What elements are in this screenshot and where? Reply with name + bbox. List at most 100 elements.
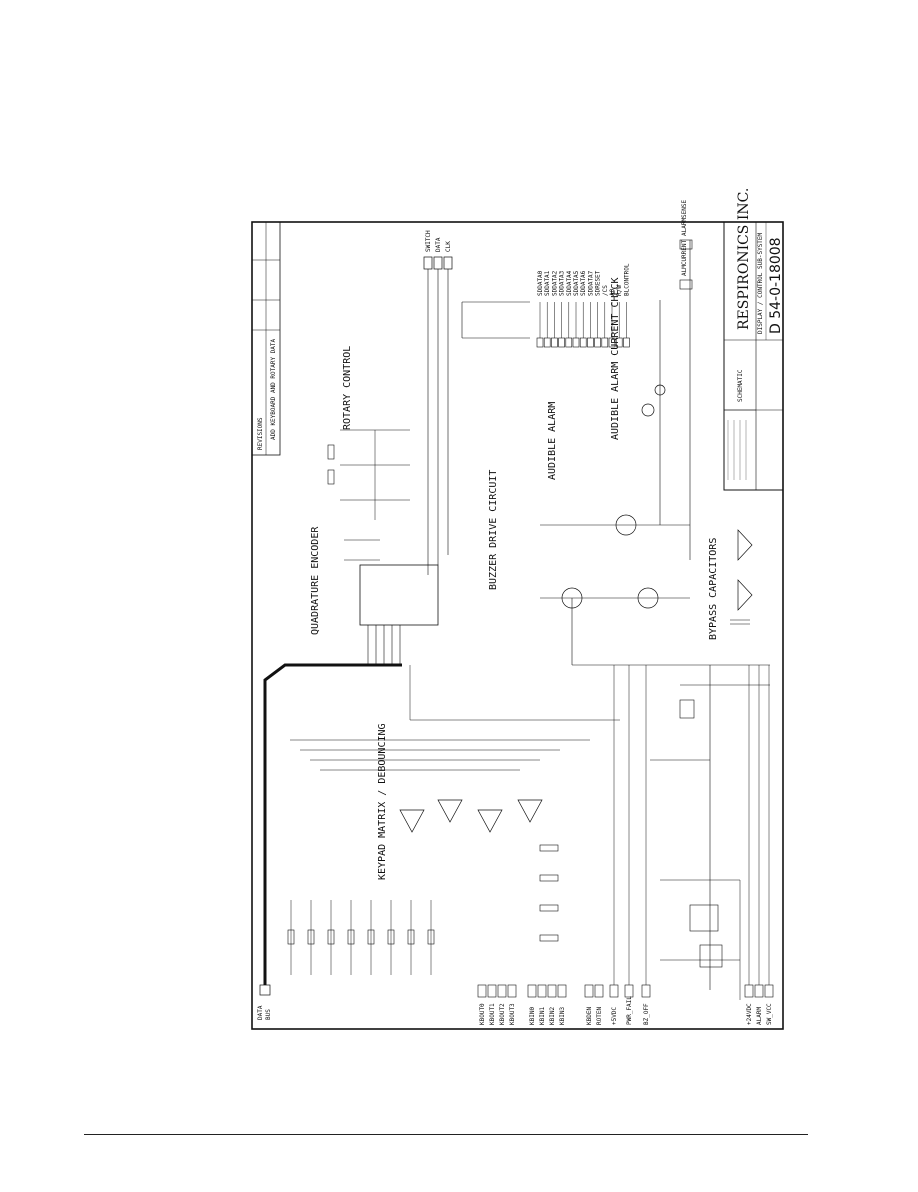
right-connector-label: /CS bbox=[602, 285, 609, 296]
bottom-connector bbox=[744, 984, 754, 998]
bottom-connector bbox=[764, 984, 774, 998]
bottom-connector-label: BZ_OFF bbox=[643, 1003, 650, 1025]
keypad-diode bbox=[539, 934, 559, 942]
label-bypass: BYPASS CAPACITORS bbox=[708, 538, 719, 640]
connector-kbout bbox=[497, 984, 507, 998]
keypad-diode bbox=[539, 874, 559, 882]
connector-data: DATA bbox=[435, 237, 442, 252]
drawing-number: D 54-0-18008 bbox=[768, 237, 784, 334]
right-connector-pin bbox=[565, 337, 573, 348]
title-block: RESPIRONICS INC. DISPLAY / CONTROL SUB-S… bbox=[723, 188, 784, 491]
right-connector-label: R/W bbox=[616, 285, 623, 296]
bottom-connector-label: ALARM bbox=[756, 1007, 763, 1025]
revision-text: ADD KEYBOARD AND ROTARY DATA bbox=[270, 338, 277, 440]
connector-alarmsense: ALARMSENSE bbox=[681, 199, 688, 236]
right-connector-pin bbox=[587, 337, 594, 348]
title-line-2: SCHEMATIC bbox=[737, 369, 744, 402]
connector-label-kbin: KBIN2 bbox=[549, 1007, 556, 1025]
connector-label-kbout: KBOUT1 bbox=[489, 1003, 496, 1025]
bottom-connector bbox=[641, 984, 651, 998]
connector-bus-left: BUS bbox=[265, 1009, 272, 1020]
keypad-matrix: KEYPAD MATRIX / DEBOUNCING bbox=[287, 665, 620, 975]
connector-kbin bbox=[557, 984, 567, 998]
bottom-connector bbox=[609, 984, 619, 998]
connector-clk: CLK bbox=[445, 241, 452, 252]
connector-label-kbout: KBOUT0 bbox=[479, 1003, 486, 1025]
keypad-diode bbox=[539, 844, 559, 852]
keypad-opamp bbox=[437, 799, 463, 823]
right-connector-pin bbox=[579, 337, 587, 348]
title-line-1: DISPLAY / CONTROL SUB-SYSTEM bbox=[757, 232, 764, 334]
right-connector-label: BLCONTROL bbox=[623, 263, 630, 296]
connector-kbd-misc bbox=[594, 984, 604, 998]
bottom-connector bbox=[624, 984, 634, 998]
label-quadrature: QUADRATURE ENCODER bbox=[310, 526, 321, 635]
keypad-diode bbox=[539, 904, 559, 912]
power-section bbox=[650, 665, 770, 1000]
data-bus bbox=[263, 663, 402, 985]
bottom-connector-label: PWR_FAIL bbox=[626, 996, 633, 1025]
right-connector-pin bbox=[543, 337, 551, 348]
right-connector-label: SDDATA6 bbox=[580, 270, 587, 296]
keypad-opamp bbox=[477, 809, 503, 833]
connector-label-kbout: KBOUT3 bbox=[509, 1003, 516, 1025]
connector-kbin bbox=[527, 984, 537, 998]
connector-almcurrent: ALMCURRENT bbox=[681, 239, 688, 276]
connector-label-kbout: KBOUT2 bbox=[499, 1003, 506, 1025]
connector-label-kbd-misc: ROTEN bbox=[596, 1007, 603, 1025]
right-connector-label: SDDATA7 bbox=[587, 270, 594, 296]
bypass-capacitors: BYPASS CAPACITORS bbox=[708, 529, 753, 640]
right-connector-label: SDDATA2 bbox=[551, 270, 558, 296]
page-footer-rule bbox=[84, 1134, 808, 1135]
right-connector-pin bbox=[623, 337, 630, 348]
label-alarm-check: AUDIBLE ALARM CURRENT CHECK bbox=[610, 277, 621, 440]
connector-kbout bbox=[487, 984, 497, 998]
connector-data-left: DATA bbox=[257, 1005, 264, 1020]
right-connector-label: SDRESET bbox=[595, 270, 602, 296]
keypad-opamp bbox=[517, 799, 543, 823]
bottom-connector-label: SW_VCC bbox=[766, 1003, 773, 1025]
connector-label-kbd-misc: KBDEN bbox=[586, 1007, 593, 1025]
company-name: RESPIRONICS INC. bbox=[736, 188, 752, 330]
right-connector-pin bbox=[551, 337, 558, 348]
drawing-frame bbox=[251, 221, 784, 1030]
keypad-opamp bbox=[399, 809, 425, 833]
label-rotary: ROTARY CONTROL bbox=[342, 346, 353, 430]
right-connector-label: SDDATA3 bbox=[559, 270, 566, 296]
bottom-connector-label: +24VDC bbox=[746, 1003, 753, 1025]
bottom-connector bbox=[754, 984, 764, 998]
connector-switch: SWITCH bbox=[425, 230, 432, 252]
connector-label-kbin: KBIN0 bbox=[529, 1007, 536, 1025]
right-connector-label: A0 bbox=[609, 288, 616, 296]
connector-label-kbin: KBIN3 bbox=[559, 1007, 566, 1025]
bottom-connector-label: +5VDC bbox=[611, 1007, 618, 1025]
right-connector-pin bbox=[601, 337, 609, 348]
audible-alarm: BUZZER DRIVE CIRCUIT AUDIBLE ALARM AUDIB… bbox=[488, 199, 770, 666]
connector-kbout bbox=[507, 984, 517, 998]
connector-kbout bbox=[477, 984, 487, 998]
label-keypad: KEYPAD MATRIX / DEBOUNCING bbox=[377, 723, 388, 880]
connector-kbin bbox=[547, 984, 557, 998]
revision-block: REVISIONS ADD KEYBOARD AND ROTARY DATA bbox=[251, 221, 281, 456]
right-connector-pin bbox=[572, 337, 580, 348]
quadrature-encoder: QUADRATURE ENCODER bbox=[310, 526, 439, 665]
right-connector-label: SDDATA5 bbox=[573, 270, 580, 296]
right-connector-label: SDDATA1 bbox=[544, 270, 551, 296]
right-connector-pin bbox=[536, 337, 544, 348]
connector-kbd-misc bbox=[584, 984, 594, 998]
rotary-control: ROTARY CONTROL bbox=[327, 346, 410, 520]
connector-kbin bbox=[537, 984, 547, 998]
right-connector-label: SDDATA0 bbox=[537, 270, 544, 296]
right-connector-label: SDDATA4 bbox=[566, 270, 573, 296]
right-connector-pin bbox=[594, 337, 601, 348]
revision-header: REVISIONS bbox=[257, 417, 264, 450]
label-buzzer: BUZZER DRIVE CIRCUIT bbox=[488, 470, 499, 590]
top-connectors: SWITCH DATA CLK bbox=[423, 230, 453, 575]
right-connector-pin bbox=[558, 337, 565, 348]
connector-label-kbin: KBIN1 bbox=[539, 1007, 546, 1025]
